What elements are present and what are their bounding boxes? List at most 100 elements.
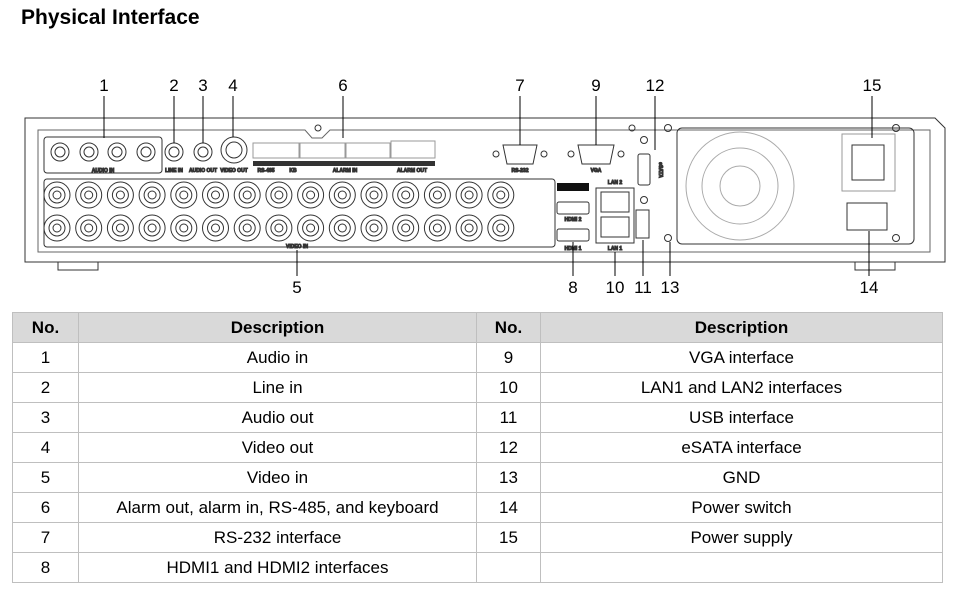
video-in-port: [202, 214, 229, 242]
usb-port: [635, 209, 650, 239]
esata-label: eSATA: [657, 162, 663, 178]
video-out-port: [220, 136, 248, 164]
callout-number: 9: [591, 76, 600, 95]
alarm-out-label: ALARM OUT: [397, 168, 427, 174]
chassis-outline: [24, 117, 946, 263]
cell-no-left: 3: [12, 402, 79, 433]
cell-no-right: 9: [476, 342, 541, 373]
header-description-1: Description: [78, 312, 477, 343]
video-in-port: [360, 181, 388, 209]
table-header-row: No. Description No. Description: [12, 312, 943, 343]
video-out-label: VIDEO OUT: [220, 168, 248, 174]
video-in-port: [392, 181, 420, 209]
video-in-port: [455, 214, 483, 242]
video-in-port: [392, 214, 420, 242]
video-in-port: [170, 214, 198, 242]
audio-in-group: [43, 136, 163, 174]
video-in-label: VIDEO IN: [286, 244, 308, 250]
video-in-port: [75, 214, 103, 242]
audio-in-port: [50, 142, 70, 162]
page-title: Physical Interface: [21, 6, 200, 29]
hdmi1-port: [556, 228, 590, 242]
rs485-label: RS-485: [258, 168, 275, 174]
video-in-port: [487, 181, 515, 209]
cell-description-right: [540, 552, 943, 583]
video-in-port: [265, 181, 293, 209]
line-in-port: [164, 142, 184, 162]
screw: [628, 124, 636, 132]
audio-out-port: [193, 142, 213, 162]
line-in-label: LINE IN: [165, 168, 183, 174]
audio-in-port: [136, 142, 156, 162]
cell-no-right: 15: [476, 522, 541, 553]
cell-description-left: Video in: [78, 462, 477, 493]
callout-number: 13: [661, 278, 680, 297]
callout-number: 14: [860, 278, 879, 297]
video-in-port: [297, 181, 325, 209]
video-in-port: [233, 214, 261, 242]
video-in-port: [43, 214, 71, 242]
cell-no-left: 6: [12, 492, 79, 523]
video-in-port: [138, 214, 166, 242]
callout-number: 2: [169, 76, 178, 95]
power-inlet: [841, 133, 896, 192]
cell-no-left: 4: [12, 432, 79, 463]
power-switch: [846, 202, 888, 231]
callout-number: 15: [863, 76, 882, 95]
cell-no-right: 11: [476, 402, 541, 433]
cell-description-right: LAN1 and LAN2 interfaces: [540, 372, 943, 403]
hdmi2-label: HDMI 2: [565, 217, 582, 223]
video-in-port: [233, 181, 261, 209]
video-in-port: [75, 181, 103, 209]
video-in-port: [265, 214, 293, 242]
cell-description-right: VGA interface: [540, 342, 943, 373]
callout-number: 4: [228, 76, 237, 95]
audio-in-port: [79, 142, 99, 162]
cell-description-right: USB interface: [540, 402, 943, 433]
alarm-in-label: ALARM IN: [333, 168, 358, 174]
header-description-2: Description: [540, 312, 943, 343]
callout-number: 8: [568, 278, 577, 297]
cell-description-left: Video out: [78, 432, 477, 463]
esata-port: [637, 153, 651, 186]
video-in-port: [202, 181, 229, 209]
rear-panel-diagram: AUDIO IN LINE IN AUDIO OUT VIDEO OUT RS-…: [24, 76, 946, 297]
video-in-port: [328, 181, 356, 209]
cell-no-right: 12: [476, 432, 541, 463]
lan2-label: LAN 2: [608, 180, 623, 186]
rs232-port: [502, 144, 538, 165]
cell-description-left: RS-232 interface: [78, 522, 477, 553]
video-in-port: [455, 181, 483, 209]
video-in-port: [328, 214, 356, 242]
callout-number: 10: [606, 278, 625, 297]
cell-description-right: eSATA interface: [540, 432, 943, 463]
audio-in-label: AUDIO IN: [92, 168, 115, 174]
video-in-port: [487, 214, 515, 242]
header-no-1: No.: [12, 312, 79, 343]
lan1-port: [600, 216, 630, 238]
lan1-label: LAN 1: [608, 246, 623, 252]
cell-no-right: 13: [476, 462, 541, 493]
screw: [314, 124, 322, 132]
lan-block: [595, 187, 635, 244]
video-in-port: [423, 181, 451, 209]
video-in-port: [106, 214, 134, 242]
cell-description-right: Power switch: [540, 492, 943, 523]
terminal-blocks: [252, 140, 436, 159]
vga-port: [577, 144, 615, 165]
foot-right: [854, 261, 896, 271]
cell-description-right: GND: [540, 462, 943, 493]
video-in-port: [360, 214, 388, 242]
cell-description-left: Alarm out, alarm in, RS-485, and keyboar…: [78, 492, 477, 523]
header-no-2: No.: [476, 312, 541, 343]
chassis-inner: [37, 129, 931, 253]
